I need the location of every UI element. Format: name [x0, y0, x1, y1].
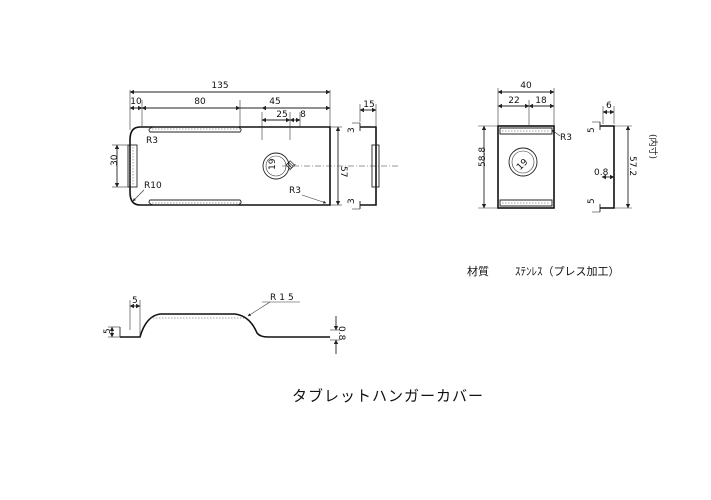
dim-end-seg-a: 22 — [508, 96, 519, 106]
end-top-rib — [499, 127, 553, 135]
dim-section-radius: R15 — [270, 293, 297, 303]
end-side-profile — [600, 125, 615, 209]
dim-seg-left: 10 — [130, 97, 142, 107]
dim-end-side-height-note: (内寸) — [647, 134, 659, 159]
dim-section-rise-label: 5 — [132, 296, 138, 306]
dim-seg-small: 8 — [300, 110, 306, 120]
material-label: 材質 — [467, 264, 489, 278]
dim-radius-bottom: R10 — [144, 181, 162, 191]
end-outline — [497, 125, 555, 209]
dim-section-thickness: 0.8 — [336, 326, 346, 341]
plan-left-slot — [127, 144, 138, 188]
dim-side-lip-bottom: 3 — [347, 198, 357, 204]
end-side-view: 6 5 5 0.8 57.2 (内寸) — [587, 101, 659, 213]
dim-thickness-label: 0.8 — [594, 168, 609, 178]
section-profile — [120, 313, 330, 338]
material-value: ｽﾃﾝﾚｽ（プレス加工） — [515, 265, 620, 278]
dim-left-height-label: 30 — [110, 154, 120, 166]
dim-radius-top: R3 — [146, 136, 158, 146]
plan-hole-dia: 19 — [268, 158, 278, 170]
plan-view: 19 皿 135 10 80 45 25 8 57 30 R3 — [110, 81, 400, 206]
plan-outline — [129, 126, 331, 206]
dim-end-side-height-label: 57.2 — [627, 156, 637, 176]
dim-lip-top: 5 — [587, 127, 597, 133]
plan-bottom-rib — [148, 199, 242, 206]
dim-lip-bottom: 5 — [587, 198, 597, 204]
plan-top-rib — [148, 126, 242, 133]
end-bottom-rib — [499, 199, 553, 207]
drawing-title: タブレットハンガーカバー — [292, 387, 484, 405]
dim-radius-right: R3 — [289, 186, 301, 196]
end-view: 19 40 22 18 58.8 R3 — [478, 81, 572, 209]
end-hole-inner — [511, 150, 535, 174]
dim-end-seg-b: 18 — [535, 96, 547, 106]
side-tab — [371, 144, 380, 188]
dim-end-width-label: 40 — [520, 81, 532, 91]
end-hole-dia: 19 — [515, 157, 530, 172]
dim-seg-right: 45 — [269, 97, 280, 107]
dim-overall-width-label: 135 — [211, 81, 228, 91]
side-profile — [360, 126, 377, 206]
end-hole — [508, 147, 538, 177]
side-view: 15 3 3 — [347, 100, 380, 210]
dim-end-radius: R3 — [560, 133, 572, 143]
section-view: 5 5 R15 0.8 — [103, 293, 346, 354]
dim-seg-hole: 25 — [276, 110, 287, 120]
dim-seg-slot: 80 — [194, 97, 206, 107]
dim-side-width-label: 15 — [363, 100, 374, 110]
dim-section-left-label: 5 — [103, 328, 113, 334]
dim-height-label: 57 — [338, 166, 348, 177]
dim-flange-label: 6 — [606, 101, 612, 111]
dim-side-lip-top: 3 — [347, 127, 357, 133]
plan-left-slot-hatch — [129, 147, 134, 185]
plan-hole — [262, 152, 290, 180]
material-note: 材質 ｽﾃﾝﾚｽ（プレス加工） — [467, 264, 620, 278]
dim-end-height-label: 58.8 — [478, 147, 488, 167]
